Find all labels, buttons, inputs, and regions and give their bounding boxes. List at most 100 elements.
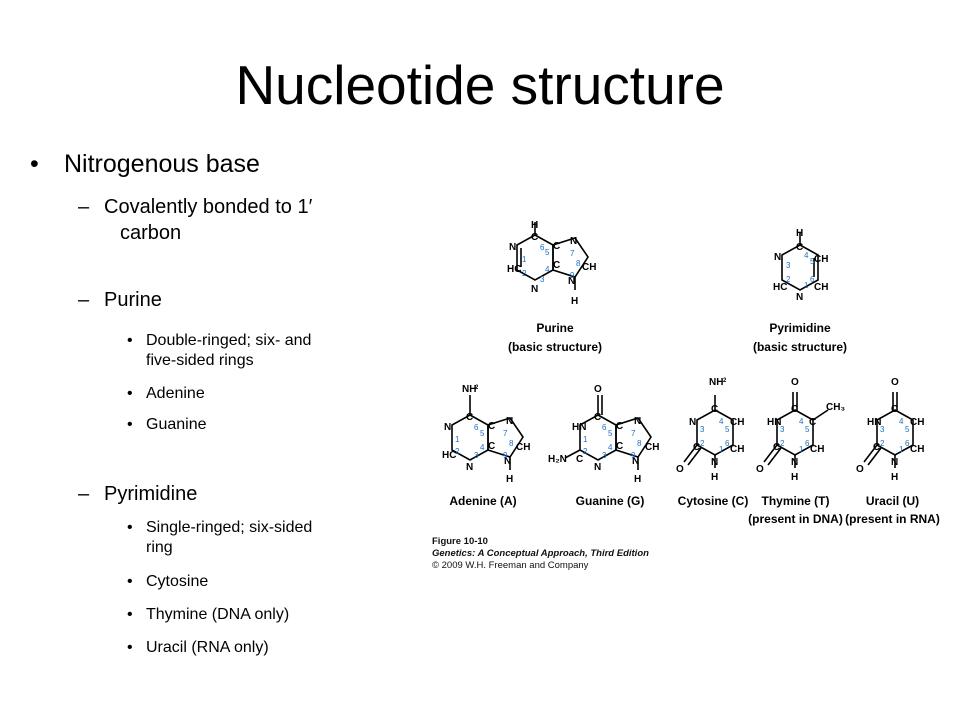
svg-text:C: C: [616, 441, 623, 452]
svg-text:5: 5: [608, 429, 613, 438]
bullet-purine: Purine: [104, 289, 162, 311]
uracil-label: Uracil (U): [865, 494, 920, 508]
svg-text:N: N: [504, 456, 511, 467]
svg-text:7: 7: [503, 429, 508, 438]
svg-text:C: C: [594, 412, 601, 423]
svg-text:CH: CH: [814, 282, 828, 293]
thymine-sublabel: (present in DNA): [748, 512, 843, 526]
guanine-structure: [564, 395, 652, 470]
uracil-sublabel: (present in RNA): [845, 512, 940, 526]
svg-text:4: 4: [545, 265, 550, 274]
slide-title: Nucleotide structure: [235, 54, 725, 116]
dash-mark: –: [78, 196, 90, 218]
svg-text:1: 1: [583, 435, 588, 444]
svg-text:N: N: [594, 462, 601, 473]
bullet-dot: •: [127, 385, 133, 402]
svg-text:CH: CH: [910, 417, 924, 428]
svg-text:CH: CH: [730, 444, 744, 455]
svg-text:N: N: [568, 276, 575, 287]
svg-text:CH₃: CH₃: [826, 402, 845, 413]
svg-text:N: N: [506, 416, 513, 427]
svg-text:4: 4: [804, 251, 809, 260]
svg-text:C: C: [693, 442, 700, 453]
svg-text:N: N: [444, 422, 451, 433]
svg-text:HC: HC: [442, 450, 456, 461]
svg-text:N: N: [711, 457, 718, 468]
svg-text:H: H: [506, 474, 513, 485]
svg-text:C: C: [711, 404, 718, 415]
purine-sublabel: (basic structure): [507, 340, 603, 354]
svg-text:9: 9: [503, 451, 508, 460]
svg-text:C: C: [531, 232, 538, 243]
svg-text:O: O: [676, 464, 684, 475]
svg-text:3: 3: [700, 425, 705, 434]
svg-text:9: 9: [631, 451, 636, 460]
svg-text:C: C: [773, 442, 780, 453]
cytosine-structure: [683, 395, 734, 468]
svg-text:N: N: [689, 417, 696, 428]
figure-caption-number: Figure 10-10: [432, 536, 488, 547]
uracil-structure: [863, 392, 914, 468]
purine-label: Purine: [536, 321, 574, 335]
svg-text:2: 2: [880, 439, 885, 448]
svg-text:C: C: [791, 404, 798, 415]
svg-text:2: 2: [455, 447, 460, 456]
svg-text:N: N: [891, 457, 898, 468]
svg-text:4: 4: [480, 443, 485, 452]
svg-text:H: H: [571, 296, 578, 307]
svg-text:NH: NH: [709, 377, 723, 388]
svg-text:4: 4: [608, 443, 613, 452]
bullet-nitrogenous-base: Nitrogenous base: [64, 150, 260, 178]
svg-text:8: 8: [576, 259, 581, 268]
svg-text:CH: CH: [814, 254, 828, 265]
svg-text:9: 9: [570, 271, 575, 280]
svg-text:5: 5: [810, 257, 815, 266]
svg-text:4: 4: [899, 417, 904, 426]
bullet-dot: •: [127, 416, 133, 433]
svg-text:1: 1: [522, 255, 527, 264]
svg-text:N: N: [632, 456, 639, 467]
bullet-pyrimidine: Pyrimidine: [104, 483, 198, 505]
figure-caption-source: Genetics: A Conceptual Approach, Third E…: [432, 548, 649, 559]
svg-text:3: 3: [880, 425, 885, 434]
svg-text:C: C: [576, 454, 583, 465]
svg-text:HC: HC: [773, 282, 787, 293]
svg-text:2: 2: [780, 439, 785, 448]
svg-text:HN: HN: [867, 417, 881, 428]
svg-text:2: 2: [475, 385, 479, 391]
svg-text:H: H: [791, 472, 798, 483]
svg-text:1: 1: [804, 281, 809, 290]
svg-text:CH: CH: [810, 444, 824, 455]
bullet-dot: •: [127, 519, 133, 536]
svg-text:3: 3: [474, 451, 479, 460]
svg-text:H₂N: H₂N: [548, 454, 567, 465]
adenine-label: Adenine (A): [449, 494, 517, 508]
svg-text:H: H: [891, 472, 898, 483]
svg-text:CH: CH: [645, 442, 659, 453]
svg-text:C: C: [616, 421, 623, 432]
svg-text:N: N: [570, 236, 577, 247]
dash-mark: –: [78, 289, 90, 311]
svg-text:H: H: [796, 228, 803, 239]
svg-text:NH: NH: [462, 384, 476, 395]
svg-text:N: N: [796, 292, 803, 303]
svg-text:8: 8: [509, 439, 514, 448]
svg-text:N: N: [634, 416, 641, 427]
svg-text:6: 6: [540, 243, 545, 252]
svg-text:2: 2: [786, 275, 791, 284]
bullet-uracil: Uracil (RNA only): [146, 639, 269, 656]
bullet-dot: •: [127, 639, 133, 656]
pyrimidine-sublabel: (basic structure): [752, 340, 848, 354]
svg-text:2: 2: [583, 447, 588, 456]
svg-text:3: 3: [602, 451, 607, 460]
pyrimidine-structure: [781, 232, 819, 291]
purine-structure: [516, 222, 589, 290]
svg-text:4: 4: [719, 417, 724, 426]
svg-text:O: O: [791, 377, 799, 388]
svg-text:1: 1: [719, 445, 724, 454]
svg-text:5: 5: [905, 425, 910, 434]
bullet-guanine: Guanine: [146, 416, 207, 433]
svg-text:6: 6: [805, 439, 810, 448]
bullet-dot: •: [30, 150, 39, 178]
bullet-adenine: Adenine: [146, 385, 205, 402]
